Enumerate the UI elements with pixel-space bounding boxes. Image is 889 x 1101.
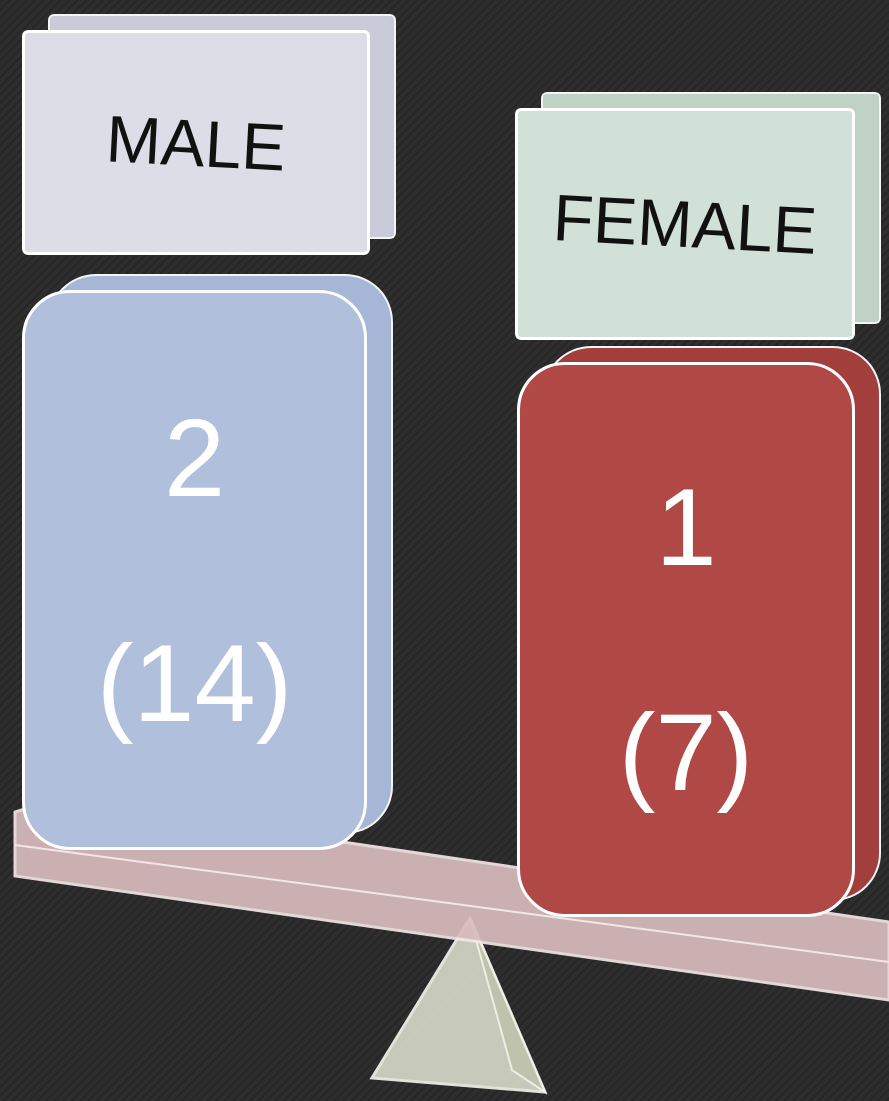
category-label: MALE	[105, 105, 288, 180]
category-label-box: MALE	[22, 30, 370, 255]
value-number: 1	[655, 472, 716, 582]
value-number: (14)	[97, 628, 293, 738]
value-block: 1 (7)	[517, 362, 855, 917]
value-number: (7)	[619, 697, 753, 807]
category-label-box: FEMALE	[515, 108, 855, 340]
value-block: 2 (14)	[22, 290, 367, 850]
value-number: 2	[164, 403, 225, 513]
category-label: FEMALE	[551, 184, 818, 264]
